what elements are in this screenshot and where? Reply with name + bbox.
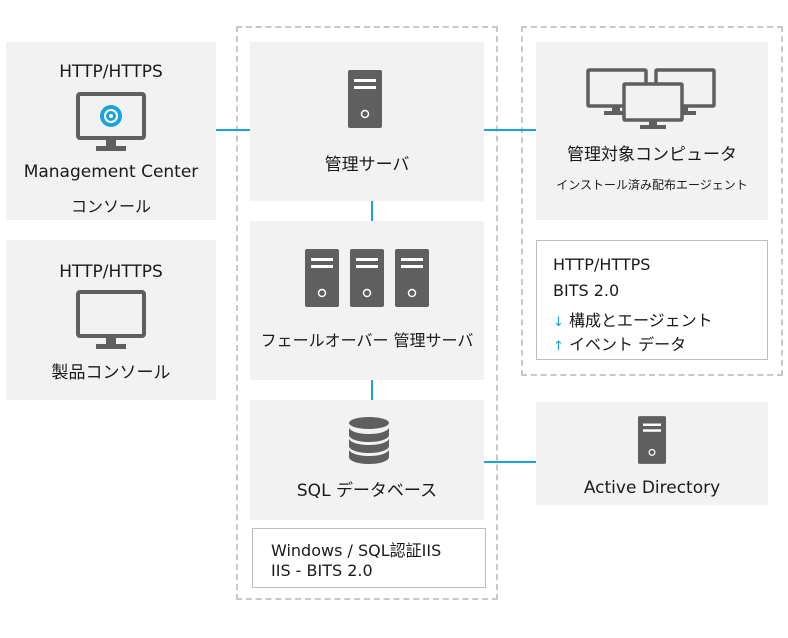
connector-failover-sql [371,380,373,400]
failover-server-box: フェールオーバー 管理サーバ [250,221,484,380]
sql-database-label: SQL データベース [296,481,438,501]
protocol-note-down-item: ↓ 構成とエージェント [553,307,713,331]
protocol-note-line2: BITS 2.0 [553,281,620,300]
server-icon [348,70,382,128]
management-server-label: 管理サーバ [324,155,410,175]
auth-note: Windows / SQL認証IIS IIS - BITS 2.0 [252,528,486,588]
connector-console-server [216,129,250,131]
product-console-protocol-label: HTTP/HTTPS [59,262,163,282]
product-console-name-label: 製品コンソール [51,363,171,383]
managed-group-border [521,26,783,376]
up-item-label: イベント データ [569,335,687,354]
active-directory-box: Active Directory [536,402,768,505]
managed-computers-label: 管理対象コンピュータ [567,145,737,165]
server-group-border [236,26,498,600]
protocol-note-up-item: ↑ イベント データ [553,331,686,355]
product-console-box: HTTP/HTTPS 製品コンソール [6,240,216,400]
server-cluster-icon [305,249,429,307]
managed-computers-sublabel: インストール済み配布エージェント [556,178,748,192]
multiple-monitors-icon [586,68,716,129]
console-subname-label: コンソール [70,197,151,216]
protocol-note-line1: HTTP/HTTPS [553,255,651,274]
failover-server-label: フェールオーバー 管理サーバ [260,331,474,350]
server-icon [638,416,666,464]
arrow-down-icon: ↓ [553,315,564,330]
connector-sql-ad [484,461,536,463]
connector-server-failover [371,201,373,221]
arrow-up-icon: ↑ [553,339,564,354]
down-item-label: 構成とエージェント [569,311,713,330]
monitor-icon [76,290,146,349]
protocol-note: HTTP/HTTPS BITS 2.0 ↓ 構成とエージェント ↑ イベント データ [536,240,768,360]
management-center-console-box: HTTP/HTTPS Management Center コンソール [6,42,216,220]
sql-database-box: SQL データベース [250,400,484,520]
auth-note-line2: IIS - BITS 2.0 [271,561,373,580]
active-directory-label: Active Directory [583,478,721,498]
console-protocol-label: HTTP/HTTPS [59,62,163,82]
database-icon [349,417,389,464]
monitor-gear-icon [76,92,146,151]
management-server-box: 管理サーバ [250,42,484,201]
connector-server-managed [484,129,536,131]
auth-note-line1: Windows / SQL認証IIS [271,541,442,560]
console-name-label: Management Center [23,162,199,182]
managed-computers-box: 管理対象コンピュータ インストール済み配布エージェント [536,42,768,220]
